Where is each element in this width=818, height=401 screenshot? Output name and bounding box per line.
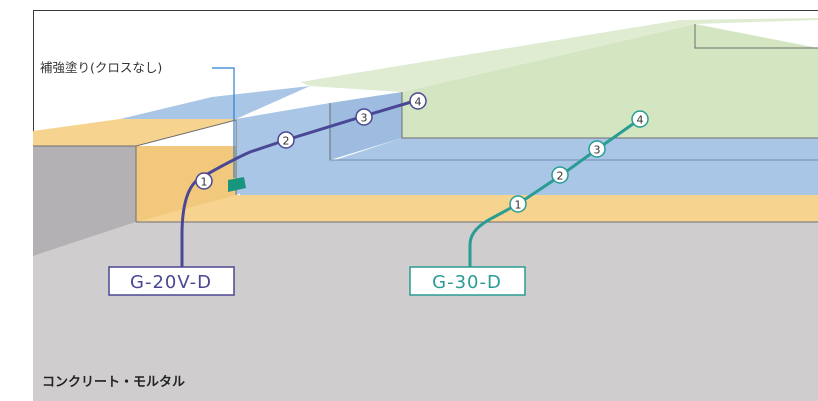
g20vd-step-1: 1 xyxy=(195,172,213,190)
green-topcoat-top xyxy=(300,18,818,92)
reinforce-label: 補強塗り(クロスなし) xyxy=(40,60,162,75)
svg-text:3: 3 xyxy=(594,144,601,157)
g20vd-label-box xyxy=(108,266,235,296)
primer-wall-face xyxy=(136,146,236,222)
g30d-label: G-30-D xyxy=(432,272,502,293)
blue-wall-face-1 xyxy=(236,103,330,195)
g30d-step-1: 1 xyxy=(509,195,527,213)
g20vd-label: G-20V-D xyxy=(130,272,212,293)
callout-line xyxy=(212,67,235,178)
svg-text:4: 4 xyxy=(415,96,422,109)
concrete-step-face xyxy=(33,146,136,256)
g30d-step-2: 2 xyxy=(551,166,569,184)
g30d-step-4: 4 xyxy=(631,110,649,128)
reinforce-marker xyxy=(228,177,246,192)
g30d-path xyxy=(468,117,641,268)
svg-text:2: 2 xyxy=(557,170,564,183)
primer-floor-band xyxy=(136,195,818,222)
green-topcoat-floor xyxy=(402,24,818,138)
g20vd-step-3: 3 xyxy=(355,108,373,126)
g20vd-step-2: 2 xyxy=(277,131,295,149)
primer-top xyxy=(33,119,240,146)
blue-top-strip xyxy=(120,86,310,119)
svg-text:1: 1 xyxy=(515,199,522,212)
substrate-label: コンクリート・モルタル xyxy=(42,375,185,390)
g20vd-step-markers: 1 2 3 4 xyxy=(195,92,427,190)
g30d-step-3: 3 xyxy=(588,140,606,158)
layer-outlines xyxy=(33,24,818,223)
blue-floor-layer xyxy=(236,138,818,195)
g30d-step-markers: 1 2 3 4 xyxy=(509,110,649,213)
svg-text:4: 4 xyxy=(637,114,644,127)
g30d-label-box xyxy=(409,266,526,296)
svg-text:3: 3 xyxy=(361,112,368,125)
g20vd-step-4: 4 xyxy=(409,92,427,110)
svg-text:2: 2 xyxy=(283,135,290,148)
svg-text:1: 1 xyxy=(201,176,208,189)
